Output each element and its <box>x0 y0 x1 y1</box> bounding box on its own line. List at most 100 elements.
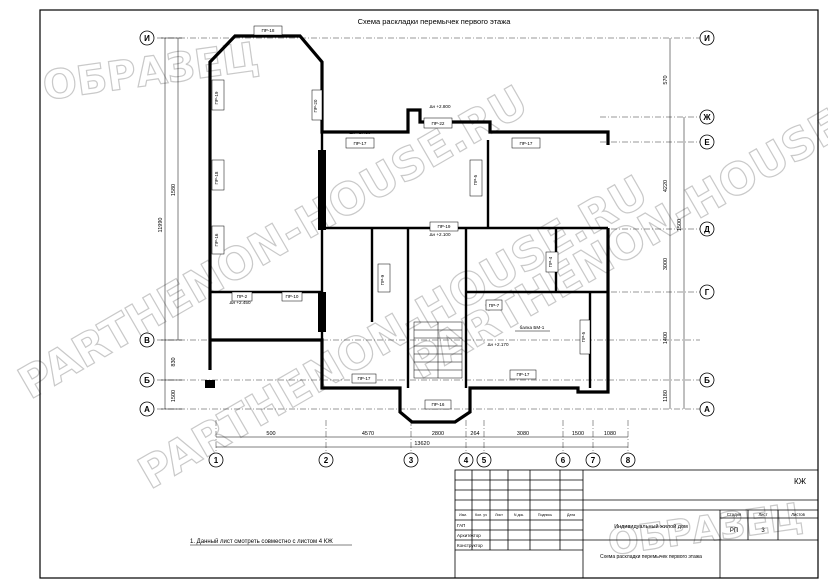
axis-marker: И <box>699 30 715 46</box>
right-dim: 1400 <box>663 332 669 344</box>
lintel-label: ПР-16 <box>214 233 219 246</box>
level-mark: Δн +2.450 <box>229 300 251 305</box>
svg-text:А: А <box>144 405 150 414</box>
stamp-code: КЖ <box>794 477 807 486</box>
stamp-head-col: Дата <box>567 513 575 517</box>
svg-text:1: 1 <box>214 456 219 465</box>
axis-markers: И И Ж Е Д Г В Б Б А А 1 2 3 4 5 6 7 8 <box>139 30 715 468</box>
wall-hatches <box>205 150 326 388</box>
drawing-title: Схема раскладки перемычек первого этажа <box>358 17 512 26</box>
axis-marker: 8 <box>620 452 636 468</box>
staircase <box>413 321 463 379</box>
left-dim: 830 <box>171 357 177 366</box>
sheet-frame <box>39 9 819 579</box>
right-dim: 570 <box>663 75 669 84</box>
axis-marker: 2 <box>318 452 334 468</box>
stamp-stage-label: Стадия <box>727 512 741 517</box>
bottom-dim: 3080 <box>517 431 529 437</box>
level-mark: Δн +2.450 <box>349 130 371 135</box>
axis-marker: И <box>139 30 155 46</box>
axis-marker: Ж <box>699 109 715 125</box>
svg-text:Б: Б <box>704 376 710 385</box>
level-mark: Δн +2.800 <box>429 104 451 109</box>
lintel-label: ПР-2 <box>237 294 248 299</box>
stamp-row-label: Архитектор <box>457 533 481 538</box>
svg-text:3: 3 <box>409 456 414 465</box>
right-dim: 3000 <box>663 258 669 270</box>
bottom-dim: 1080 <box>604 431 616 437</box>
right-dim: 1500 <box>677 219 683 231</box>
axis-marker: А <box>139 401 155 417</box>
exterior-walls <box>208 34 610 424</box>
left-dimensions: 1580 11990 830 1500 <box>158 184 177 402</box>
svg-text:5: 5 <box>482 456 487 465</box>
right-dim: 4220 <box>663 180 669 192</box>
left-dim: 11990 <box>158 218 164 233</box>
left-dimension-lines <box>161 37 182 410</box>
lintel-label: ПР-17 <box>516 372 529 377</box>
lintel-label: ПР-20 <box>313 99 318 112</box>
right-dimensions: 570 4220 1500 3000 1400 1180 <box>663 75 683 402</box>
axis-marker: 5 <box>476 452 492 468</box>
right-dimension-lines <box>669 38 685 409</box>
axis-marker: 1 <box>208 452 224 468</box>
bottom-dim-total: 13620 <box>414 441 429 447</box>
lintel-label: ПР-10 <box>285 294 298 299</box>
level-marks: Δн +2.800 Δн +2.450 Δн +2.100 Δн +2.450 … <box>229 104 509 347</box>
lintel-label: ПР-18 <box>261 28 274 33</box>
axis-marker: Е <box>699 134 715 150</box>
drawing-note: 1. Данный лист смотреть совместно с лист… <box>190 538 333 545</box>
stamp-row-label: ГАП <box>457 523 465 528</box>
axis-marker: 4 <box>458 452 474 468</box>
level-mark: Δн +2.100 <box>429 232 451 237</box>
bottom-dim: 4570 <box>362 431 374 437</box>
lintel-label: ПР-7 <box>489 303 500 308</box>
svg-text:И: И <box>144 34 150 43</box>
left-dim: 1580 <box>171 184 177 196</box>
stamp-head-col: Кол. уч <box>475 513 487 517</box>
axis-marker: Б <box>699 372 715 388</box>
stamp-project: Индивидуальный жилой дом <box>614 523 688 530</box>
svg-text:Д: Д <box>704 225 710 234</box>
stamp-head-col: Подпись <box>538 513 552 517</box>
bottom-dim: 1500 <box>572 431 584 437</box>
svg-text:Е: Е <box>704 138 710 147</box>
title-block <box>454 469 819 579</box>
axis-marker: 7 <box>585 452 601 468</box>
beam-label: балка БМ-1 <box>520 325 545 330</box>
stamp-sheet-title: Схема раскладки перемычек первого этажа <box>600 554 702 560</box>
axis-marker: Д <box>699 221 715 237</box>
svg-text:Б: Б <box>144 376 150 385</box>
right-dim: 1180 <box>663 390 669 402</box>
svg-text:Ж: Ж <box>702 113 711 122</box>
stamp-sheet-label: Лист <box>758 512 767 517</box>
lintel-label: ПР-19 <box>214 91 219 104</box>
axis-marker: Б <box>139 372 155 388</box>
axis-marker: 3 <box>403 452 419 468</box>
stamp-head-col: Лист <box>495 513 503 517</box>
stamp-row-label: Конструктор <box>457 543 483 548</box>
bottom-dimension-lines <box>216 436 628 448</box>
axis-marker: В <box>139 332 155 348</box>
lintel-label: ПР-5 <box>581 331 586 342</box>
lintel-label: ПР-9 <box>380 274 385 285</box>
lintel-label: ПР-22 <box>431 121 444 126</box>
lintel-label: ПР-17 <box>357 376 370 381</box>
bottom-dimensions: 500 4570 2800 264 3080 1500 1080 13620 <box>266 431 616 447</box>
stamp-sheet-no: 3 <box>761 528 765 534</box>
svg-text:6: 6 <box>561 456 566 465</box>
lintel-label: ПР-17 <box>519 141 532 146</box>
level-mark: Δн +2.170 <box>487 342 509 347</box>
lintel-label: ПР-4 <box>548 256 553 267</box>
axis-marker: А <box>699 401 715 417</box>
lintel-label: ПР-19 <box>437 224 450 229</box>
lintel-label: ПР-17 <box>353 141 366 146</box>
left-dim: 1500 <box>171 390 177 402</box>
title-block-text: КЖ Изм. Кол. уч Лист N док. Подпись Дата… <box>457 477 807 560</box>
svg-text:7: 7 <box>591 456 596 465</box>
watermark-obrazets: ОБРАЗЕЦ <box>40 34 262 110</box>
lintel-label: ПР-18 <box>214 171 219 184</box>
svg-text:8: 8 <box>626 456 631 465</box>
svg-text:Г: Г <box>705 288 710 297</box>
